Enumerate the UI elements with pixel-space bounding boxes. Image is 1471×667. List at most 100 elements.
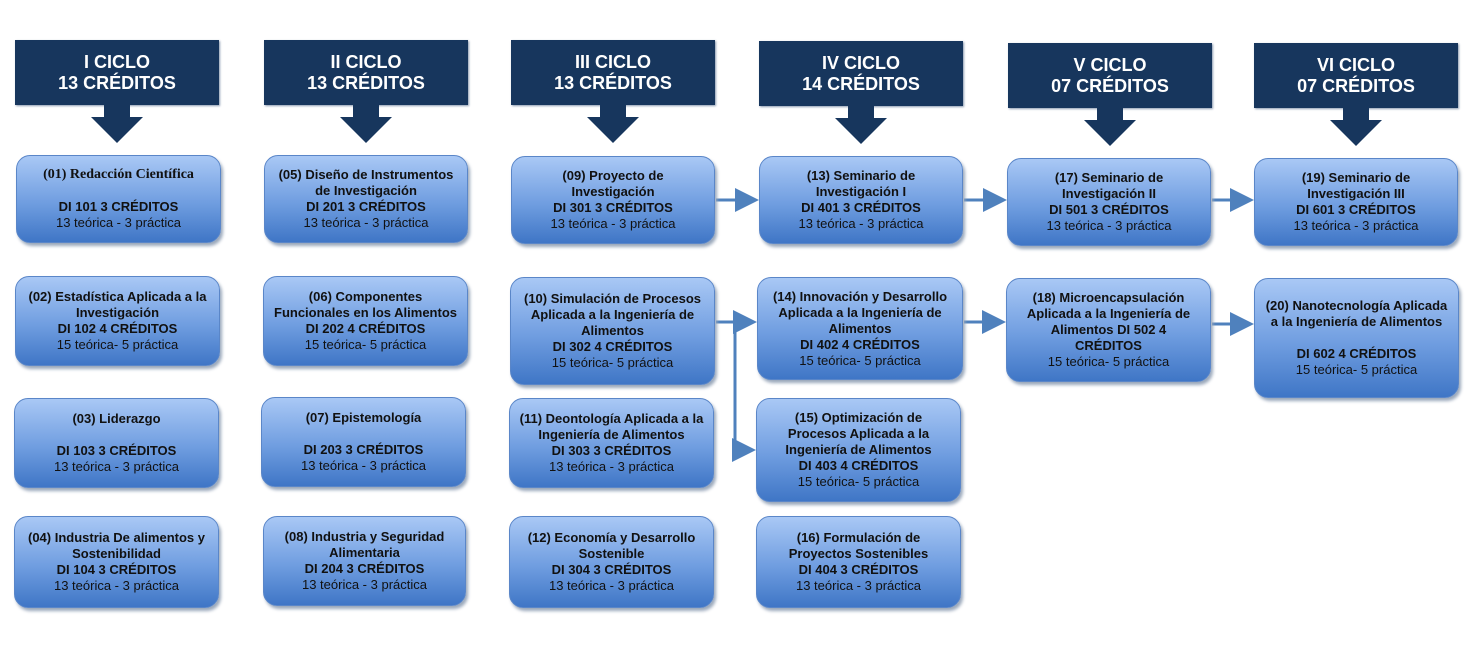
down-arrow-icon [91,117,143,143]
cycle-credits: 14 CRÉDITOS [802,73,920,94]
course-line: 13 teórica - 3 práctica [301,577,427,592]
course-line: (12) Economía y Desarrollo [527,530,696,545]
course-line: 13 teórica - 3 práctica [55,215,181,230]
course-line: (09) Proyecto de [562,168,664,183]
course-line: 15 teórica- 5 práctica [304,337,427,352]
course-line: Aplicada a la Ingeniería de [1026,306,1191,321]
course-line: Investigación III [1307,186,1405,201]
course-line: (19) Seminario de [1301,170,1411,185]
course-line: 15 teórica- 5 práctica [1047,354,1170,369]
course-line: Sostenible [578,546,645,561]
course-line: 15 teórica- 5 práctica [797,474,920,489]
course-line: (08) Industria y Seguridad [284,529,445,544]
course-line: DI 103 3 CRÉDITOS [56,443,177,458]
down-arrow-icon [1084,120,1136,146]
down-arrow-icon [104,105,130,117]
course-line: Aplicada a la Ingeniería de [530,307,695,322]
course-line: 13 teórica - 3 práctica [548,578,674,593]
course-line: 15 teórica- 5 práctica [551,355,674,370]
arrow-10-15 [732,322,756,462]
course-line: DI 201 3 CRÉDITOS [306,199,426,214]
cycle-credits: 13 CRÉDITOS [307,72,425,93]
course-line: (05) Diseño de Instrumentos [278,167,454,182]
down-arrow-icon [353,105,379,117]
course-line: DI 102 4 CRÉDITOS [57,321,178,336]
course-line: DI 404 3 CRÉDITOS [798,562,919,577]
down-arrow-icon [835,118,887,144]
course-line: Funcionales en los Alimentos [274,305,457,320]
course-line: (10) Simulación de Procesos [523,291,701,306]
course-line: (14) Innovación y Desarrollo [772,288,948,304]
course-line: Aplicada a la Ingeniería de [778,304,942,320]
course-line: DI 302 4 CRÉDITOS [552,339,673,354]
course-line: 13 teórica - 3 práctica [53,459,179,474]
cycle-credits: 13 CRÉDITOS [554,72,672,93]
course-line: (07) Epistemología [305,410,422,425]
course-line: 15 teórica- 5 práctica [799,352,921,368]
course-line: (13) Seminario de [806,168,916,183]
course-line: 13 teórica - 3 práctica [1293,218,1419,233]
course-line: DI 401 3 CRÉDITOS [801,200,921,215]
course-line: a la Ingeniería de Alimentos [1270,314,1443,329]
course-line: CRÉDITOS [1075,338,1142,353]
down-arrow-icon [848,106,874,118]
course-line: 15 teórica- 5 práctica [56,337,179,352]
course-line: 13 teórica - 3 práctica [798,216,924,231]
course-line: (16) Formulación de [796,530,921,545]
cycle-credits: 07 CRÉDITOS [1297,75,1415,96]
course-line: (06) Componentes [308,289,423,304]
course-line: 15 teórica- 5 práctica [1295,362,1418,377]
course-line: Alimentaria [329,545,400,560]
course-line: de Investigación [315,183,417,198]
cycle-name: II CICLO [330,51,402,72]
course-line: DI 303 3 CRÉDITOS [551,443,672,458]
course-line: (03) Liderazgo [72,411,161,426]
down-arrow-icon [1330,120,1382,146]
course-line: Ingeniería de Alimentos [538,427,685,442]
cycle-name: I CICLO [84,51,150,72]
course-line: (18) Microencapsulación [1032,290,1185,305]
down-arrow-icon [600,105,626,117]
down-arrow-icon [1343,108,1369,120]
course-line: DI 202 4 CRÉDITOS [305,321,426,336]
course-line: Procesos Aplicada a la [787,426,930,441]
course-line: (01) Redacción Científica [43,167,194,182]
course-line: (20) Nanotecnología Aplicada [1265,298,1448,313]
course-line: Alimentos DI 502 4 [1050,322,1167,337]
course-line: (04) Industria De alimentos y [28,530,205,545]
course-line: 13 teórica - 3 práctica [550,216,676,231]
course-line: DI 301 3 CRÉDITOS [553,200,673,215]
course-line: 13 teórica - 3 práctica [548,459,674,474]
course-line: DI 501 3 CRÉDITOS [1049,202,1169,217]
course-line: DI 204 3 CRÉDITOS [304,561,425,576]
course-line: 13 teórica - 3 práctica [1046,218,1172,233]
course-line: Investigación [571,184,655,199]
cycle-credits: 07 CRÉDITOS [1051,75,1169,96]
course-line: (17) Seminario de [1054,170,1164,185]
course-line: Investigación II [1062,186,1156,201]
course-line: Investigación I [815,184,907,199]
course-line: 13 teórica - 3 práctica [303,215,429,230]
